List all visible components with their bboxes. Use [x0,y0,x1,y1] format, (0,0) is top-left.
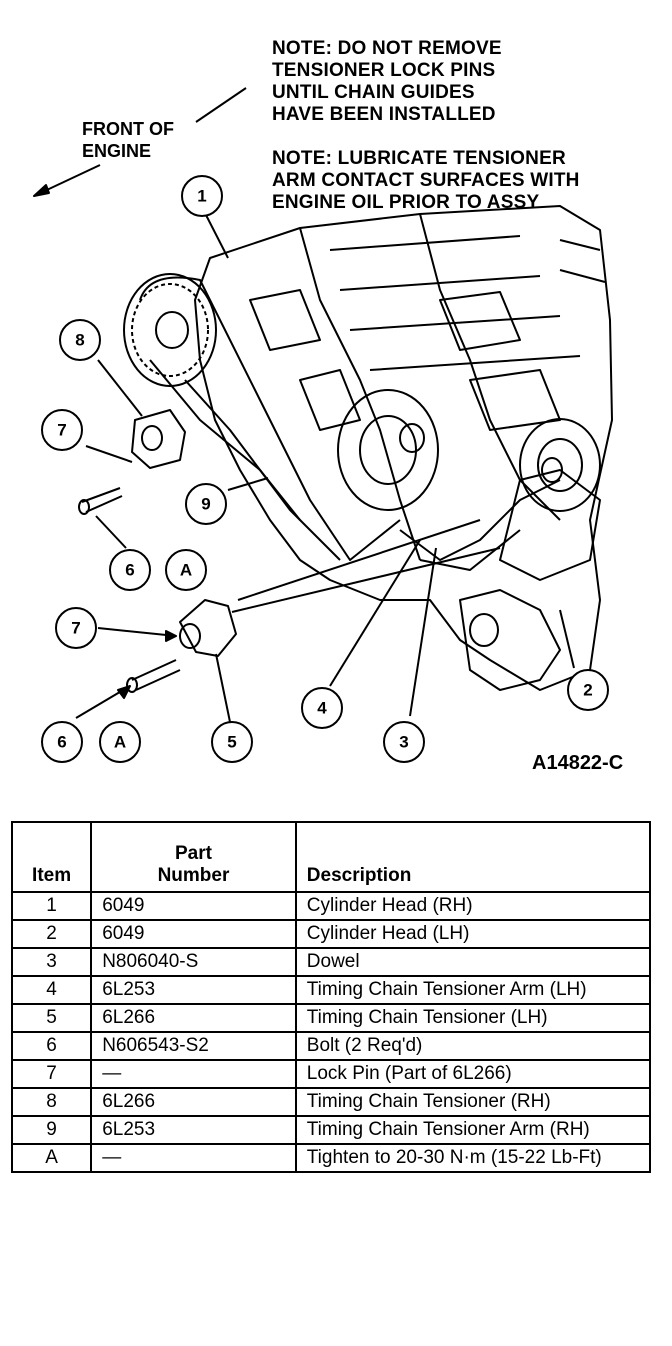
cell-item: A [10,1143,93,1173]
cell-part: 6049 [90,919,297,949]
table-row: A — Tighten to 20-30 N·m (15-22 Lb-Ft) [10,1143,652,1173]
svg-text:7: 7 [57,421,66,440]
timing-chain-rh [139,276,401,561]
cell-part: 6L266 [90,1087,297,1117]
svg-text:1: 1 [197,187,206,206]
cell-desc: Timing Chain Tensioner Arm (LH) [294,975,652,1005]
cell-item: 2 [10,919,93,949]
cell-part: N606543-S2 [90,1031,297,1061]
table-header-row: Item Part Number Description [10,821,652,893]
header-part-number: Part Number [90,821,297,893]
header-description: Description [294,821,652,893]
table-row: 5 6L266 Timing Chain Tensioner (LH) [10,1003,652,1033]
note-leader [195,87,247,123]
tensioner-arm-rh [184,379,301,521]
cell-item: 7 [10,1059,93,1089]
svg-text:6: 6 [125,561,134,580]
cell-desc: Cylinder Head (LH) [294,919,652,949]
cell-part: N806040-S [90,947,297,977]
callout-5: 5 [211,721,253,763]
svg-text:7: 7 [71,619,80,638]
note-lock-pins: NOTE: DO NOT REMOVE TENSIONER LOCK PINS … [272,38,502,125]
table-row: 8 6L266 Timing Chain Tensioner (RH) [10,1087,652,1117]
callout-7-upper: 7 [41,409,83,451]
parts-table: Item Part Number Description 1 6049 Cyli… [10,821,652,1173]
cell-item: 6 [10,1031,93,1061]
callout-9: 9 [185,483,227,525]
cell-item: 1 [10,891,93,921]
table-row: 4 6L253 Timing Chain Tensioner Arm (LH) [10,975,652,1005]
cell-desc: Timing Chain Tensioner Arm (RH) [294,1115,652,1145]
callout-6-lower: 6 [41,721,83,763]
cell-desc: Lock Pin (Part of 6L266) [294,1059,652,1089]
callout-4: 4 [301,687,343,729]
cell-desc: Cylinder Head (RH) [294,891,652,921]
engine-diagram: 1 8 7 9 6 A 7 6 [33,38,624,774]
front-of-engine-label: FRONT OF ENGINE [82,119,174,161]
svg-text:2: 2 [583,681,592,700]
tensioner-lh [179,599,237,657]
svg-text:4: 4 [317,699,327,718]
engine-illustration: 1 8 7 9 6 A 7 6 [33,87,613,763]
tensioner-rh [131,409,186,469]
table-row: 3 N806040-S Dowel [10,947,652,977]
table-row: 6 N606543-S2 Bolt (2 Req'd) [10,1031,652,1061]
svg-text:9: 9 [201,495,210,514]
svg-text:8: 8 [75,331,84,350]
svg-text:A: A [114,733,126,752]
cell-desc: Tighten to 20-30 N·m (15-22 Lb-Ft) [294,1143,652,1173]
header-item: Item [10,821,93,893]
table-row: 2 6049 Cylinder Head (LH) [10,919,652,949]
cell-part: 6L266 [90,1003,297,1033]
cell-item: 5 [10,1003,93,1033]
callout-2: 2 [567,669,609,711]
table-row: 7 — Lock Pin (Part of 6L266) [10,1059,652,1089]
cell-part: 6049 [90,891,297,921]
cell-item: 3 [10,947,93,977]
cell-desc: Bolt (2 Req'd) [294,1031,652,1061]
cell-part: — [90,1143,297,1173]
cell-desc: Timing Chain Tensioner (RH) [294,1087,652,1117]
cell-item: 9 [10,1115,93,1145]
callout-8: 8 [59,319,101,361]
table-row: 1 6049 Cylinder Head (RH) [10,891,652,921]
figure-id: A14822-C [532,752,624,774]
timing-chain-lh [399,479,561,561]
cell-part: 6L253 [90,975,297,1005]
cell-item: 8 [10,1087,93,1117]
note-lubricate: NOTE: LUBRICATE TENSIONER ARM CONTACT SU… [272,148,580,213]
svg-text:5: 5 [227,733,236,752]
cell-item: 4 [10,975,93,1005]
svg-text:A: A [180,561,192,580]
svg-text:3: 3 [399,733,408,752]
cell-desc: Dowel [294,947,652,977]
callout-6-upper: 6 [109,549,151,591]
cell-desc: Timing Chain Tensioner (LH) [294,1003,652,1033]
callout-7-lower: 7 [55,607,97,649]
callout-3: 3 [383,721,425,763]
cell-part: 6L253 [90,1115,297,1145]
callout-a-upper: A [165,549,207,591]
engine-block [194,205,613,691]
callout-1: 1 [181,175,223,217]
cell-part: — [90,1059,297,1089]
table-row: 9 6L253 Timing Chain Tensioner Arm (RH) [10,1115,652,1145]
svg-text:6: 6 [57,733,66,752]
callout-a-lower: A [99,721,141,763]
